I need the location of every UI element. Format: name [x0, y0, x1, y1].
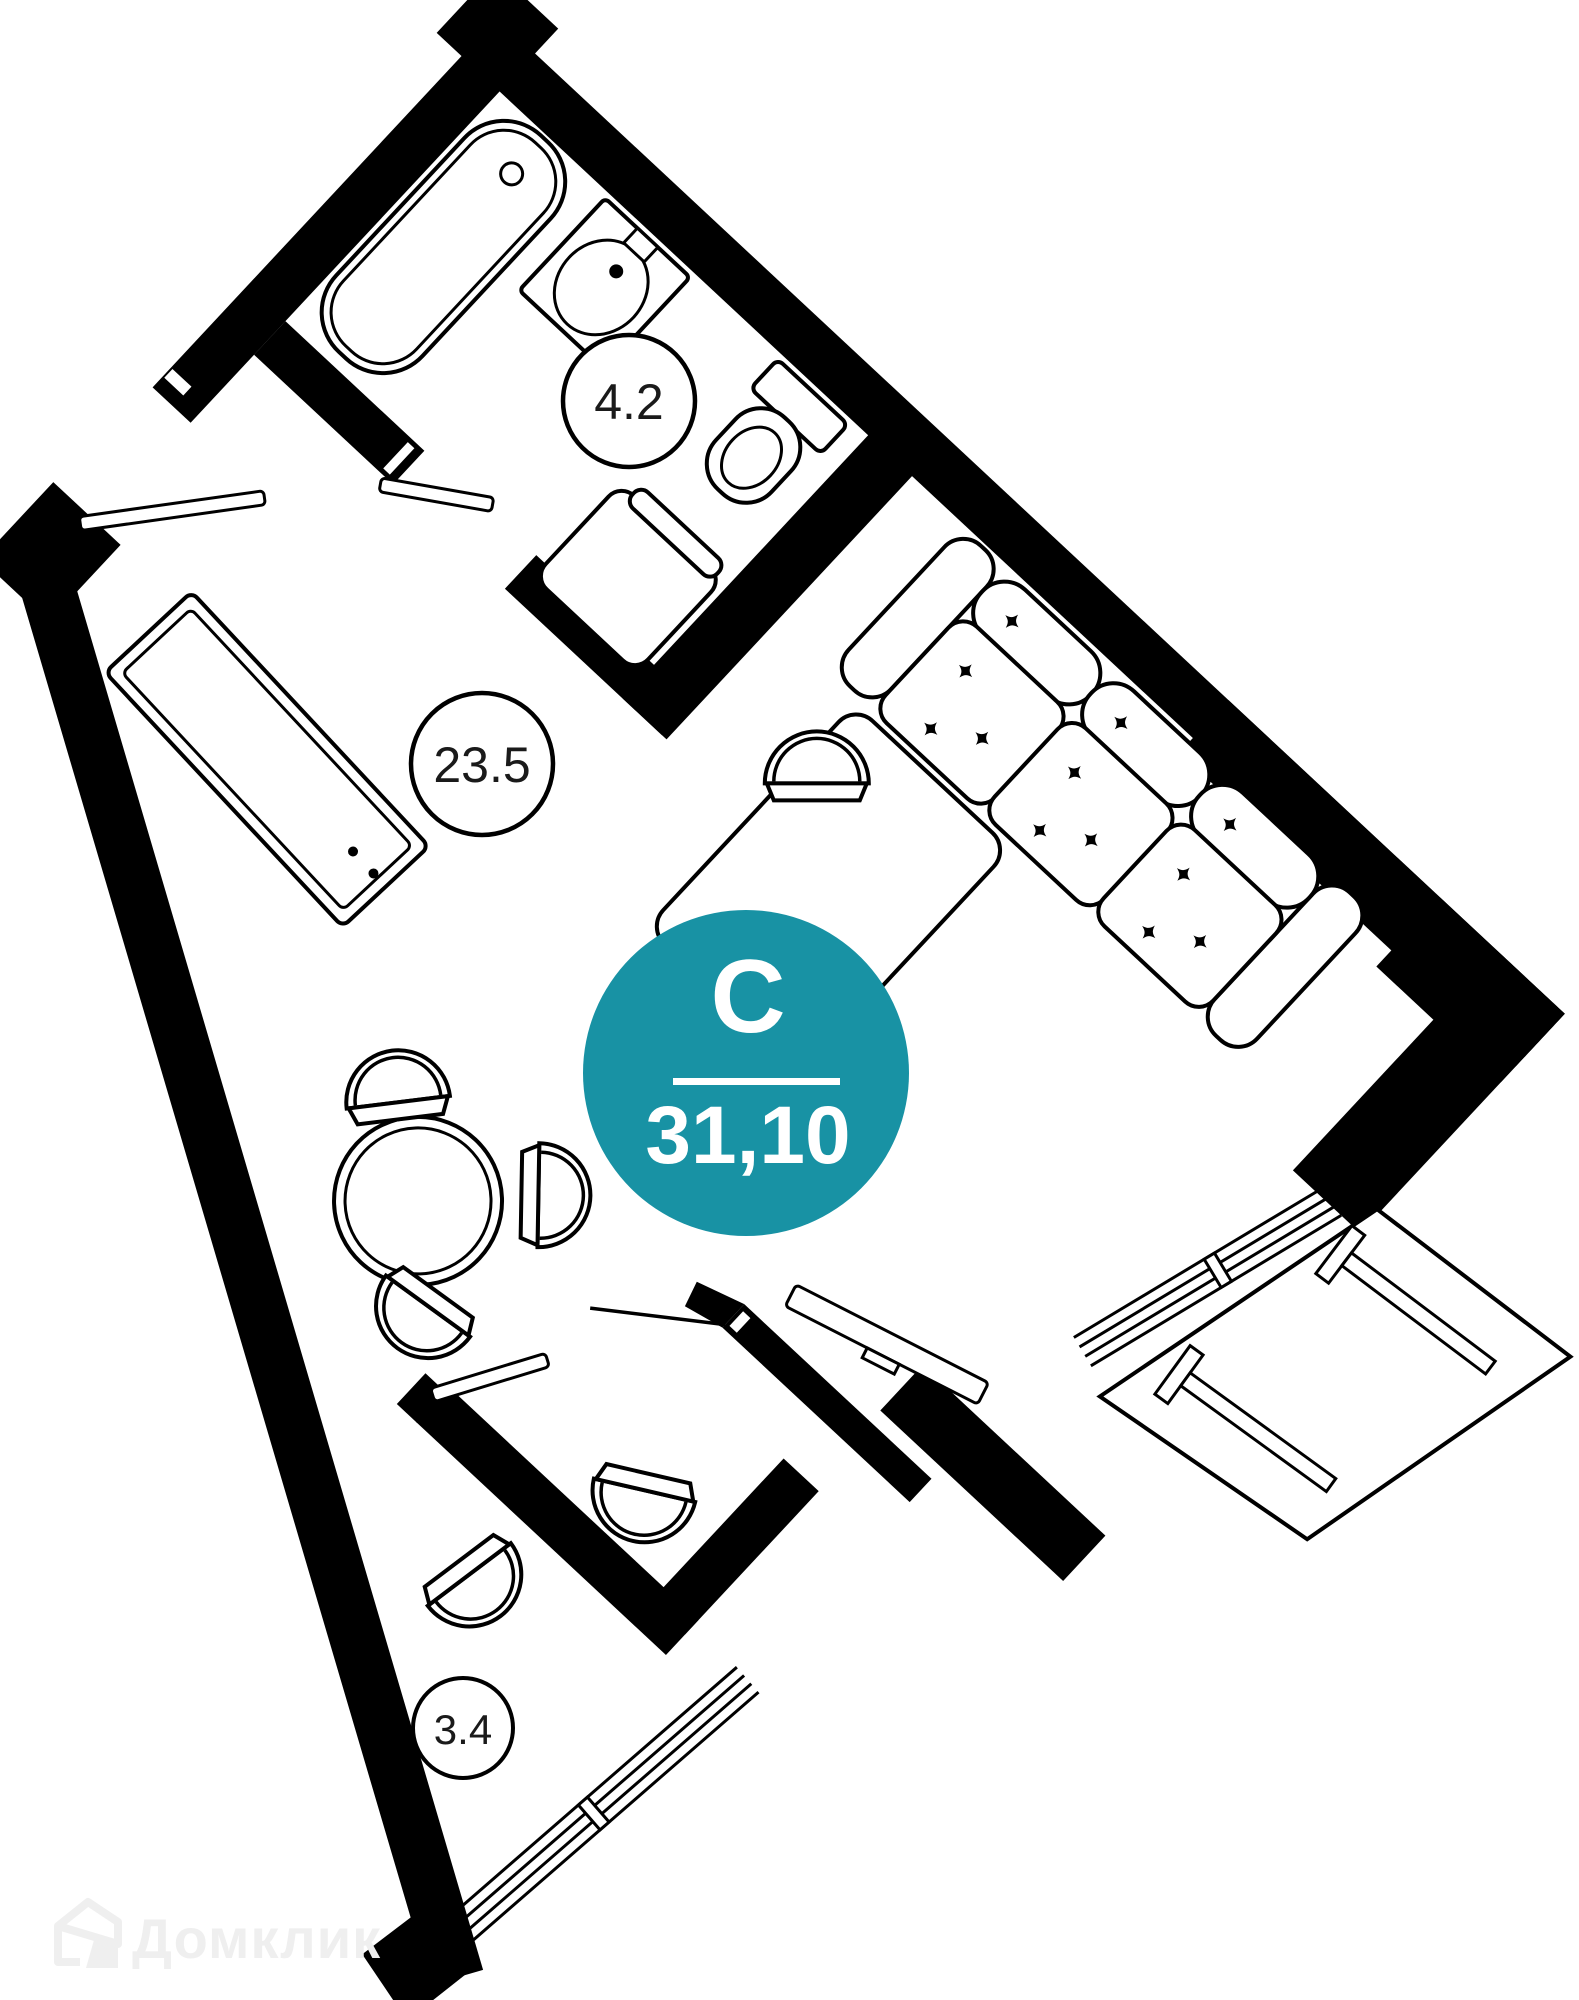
- balcony: [1096, 1206, 1574, 1542]
- dining-table-icon: [332, 1114, 505, 1287]
- toilet-icon: [704, 360, 848, 505]
- watermark: Домклик: [54, 1898, 381, 1970]
- chair-icon: [338, 1042, 454, 1128]
- room-label-bathroom: 4.2: [560, 332, 698, 470]
- chair-icon: [353, 1259, 483, 1381]
- desk-icon: [106, 593, 428, 926]
- sink-icon: [519, 198, 690, 370]
- bathroom-door-leaf-icon: [378, 477, 495, 513]
- tv-icon: [785, 1284, 989, 1405]
- balcony-bench-icon: [1152, 1343, 1338, 1494]
- chair-icon: [415, 1527, 545, 1650]
- hallway-door-leaf-icon: [430, 1352, 550, 1403]
- type-badge-divider: [673, 1078, 840, 1085]
- window-glazing-balcony: [1073, 1185, 1342, 1368]
- chair-icon: [518, 1140, 594, 1251]
- hallway-area-label: 3.4: [434, 1706, 492, 1753]
- domclick-house-icon: [54, 1898, 122, 1968]
- sofa-icon: [839, 536, 1365, 1049]
- room-label-living: 23.5: [408, 690, 556, 838]
- watermark-brand: Домклик: [132, 1907, 381, 1970]
- entry-door: [589, 1281, 932, 1503]
- type-badge: С 31,10: [583, 910, 909, 1236]
- balcony-bench-icon: [1313, 1223, 1498, 1377]
- type-badge-circle: [583, 910, 909, 1236]
- room-label-hallway: 3.4: [411, 1676, 515, 1780]
- type-badge-letter: С: [710, 939, 785, 1055]
- bathroom-area-label: 4.2: [594, 374, 664, 430]
- type-badge-area: 31,10: [645, 1090, 850, 1181]
- bathtub-icon: [319, 118, 568, 376]
- left-door-leaf-icon: [78, 489, 267, 532]
- living-area-label: 23.5: [433, 737, 530, 793]
- washing-machine-icon: [538, 487, 724, 668]
- window-glazing-bottom: [411, 1666, 760, 1976]
